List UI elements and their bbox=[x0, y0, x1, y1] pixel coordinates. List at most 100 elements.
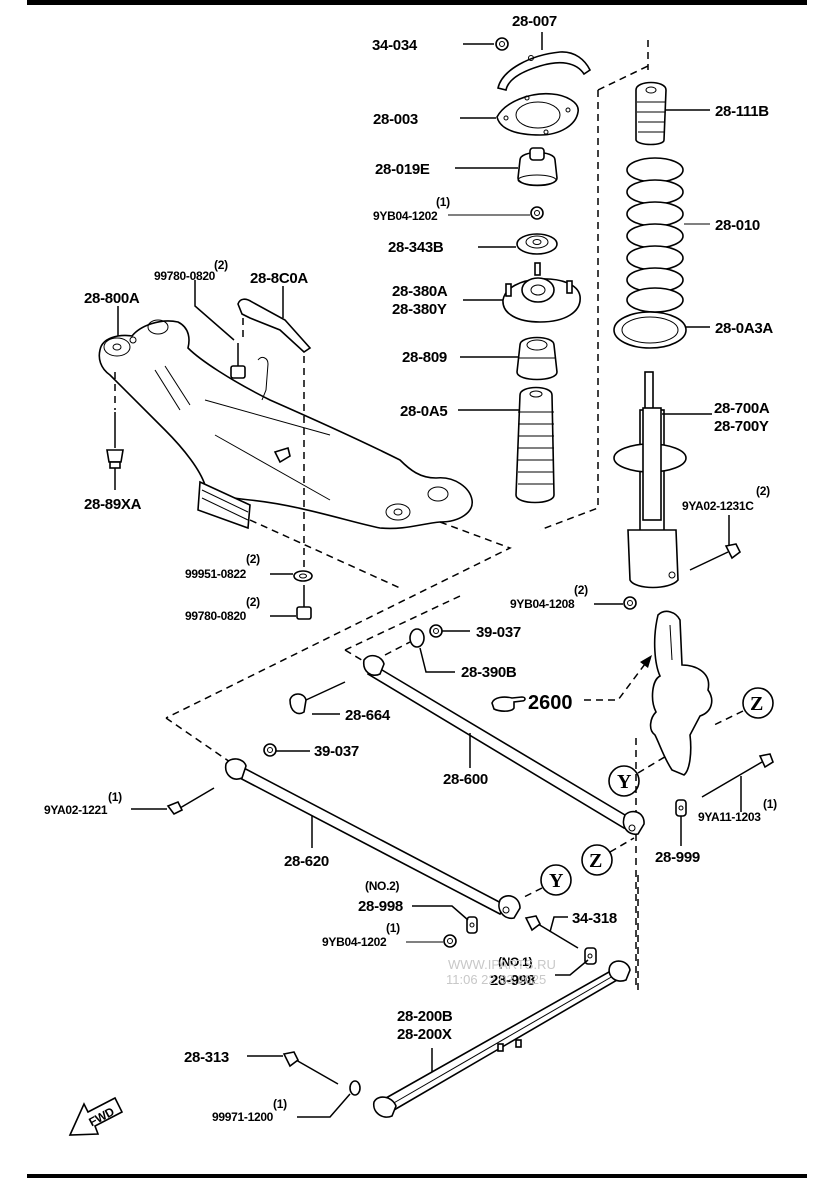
callout-y-right: Y bbox=[608, 765, 640, 797]
callout-z-lower: Z bbox=[581, 844, 613, 876]
label-39-037-a: 39-037 bbox=[476, 624, 521, 641]
washer-28-343B[interactable] bbox=[516, 233, 558, 255]
label-39-037-b: 39-037 bbox=[314, 743, 359, 760]
bolt-28-89XA[interactable] bbox=[106, 412, 124, 469]
label-28-664: 28-664 bbox=[345, 707, 391, 724]
fwd-arrow-icon: FWD bbox=[68, 1096, 124, 1136]
washer-99971-1200[interactable] bbox=[349, 1080, 361, 1096]
qty-99780-0820-bottom: (2) bbox=[246, 595, 260, 609]
label-28-313: 28-313 bbox=[184, 1049, 229, 1066]
label-28-019E: 28-019E bbox=[375, 161, 430, 178]
nut-9YB04-1202-bottom[interactable] bbox=[443, 934, 457, 948]
label-28-390B: 28-390B bbox=[461, 664, 517, 681]
label-9YA02-1221: 9YA02-1221 bbox=[44, 803, 108, 817]
label-9YA11-1203: 9YA11-1203 bbox=[698, 810, 761, 824]
shock-absorber-28-700A[interactable] bbox=[613, 371, 687, 589]
bolt-28-313[interactable] bbox=[282, 1051, 339, 1085]
watermark-line1: WWW.IPARTS.RU bbox=[448, 957, 556, 972]
qty-9YB04-1202-bottom: (1) bbox=[386, 921, 400, 935]
qty-9YB04-1208: (2) bbox=[574, 583, 588, 597]
bolt-99780-0820-bottom[interactable] bbox=[296, 585, 312, 620]
label-99951-0822: 99951-0822 bbox=[185, 567, 247, 581]
tag-28-998-no1: (NO.1) bbox=[498, 955, 533, 969]
label-34-034: 34-034 bbox=[372, 37, 418, 54]
qty-9YA11-1203: (1) bbox=[763, 797, 777, 811]
label-9YB04-1202-bottom: 9YB04-1202 bbox=[322, 935, 387, 949]
label-28-200B: 28-200B bbox=[397, 1008, 453, 1025]
label-28-007: 28-007 bbox=[512, 13, 557, 30]
label-28-111B: 28-111B bbox=[715, 103, 769, 120]
trailing-link-28-200B[interactable] bbox=[372, 960, 631, 1118]
label-28-89XA: 28-89XA bbox=[84, 496, 142, 513]
nut-34-034[interactable] bbox=[495, 37, 509, 51]
label-28-200X: 28-200X bbox=[397, 1026, 452, 1043]
nut-9YB04-1202-top[interactable] bbox=[530, 206, 544, 220]
dust-boot-28-0A5[interactable] bbox=[515, 386, 555, 504]
spring-seat-28-0A3A[interactable] bbox=[613, 311, 687, 349]
knuckle[interactable] bbox=[649, 610, 713, 776]
qty-9YA02-1221: (1) bbox=[108, 790, 122, 804]
ref-2600[interactable]: 2600 bbox=[528, 692, 573, 714]
label-9YB04-1208: 9YB04-1208 bbox=[510, 597, 575, 611]
qty-99971-1200: (1) bbox=[273, 1097, 287, 1111]
mount-28-019E[interactable] bbox=[517, 147, 558, 187]
arrow-head-icon bbox=[640, 655, 652, 668]
coil-spring-28-010[interactable] bbox=[626, 157, 684, 313]
bolt-9YA11-1203[interactable] bbox=[701, 753, 774, 798]
plate-28-999[interactable] bbox=[675, 799, 687, 817]
washer-99951-0822[interactable] bbox=[293, 570, 313, 582]
label-34-318: 34-318 bbox=[572, 910, 617, 927]
strut-mount-28-380A[interactable] bbox=[502, 262, 581, 323]
label-99780-0820-bottom: 99780-0820 bbox=[185, 609, 247, 623]
label-99780-0820-top: 99780-0820 bbox=[154, 269, 216, 283]
bump-rubber-28-111B[interactable] bbox=[635, 81, 667, 146]
watermark-line2: 11:06 22.03.2025 bbox=[446, 972, 546, 987]
crossmember-28-800A[interactable] bbox=[98, 319, 473, 530]
svg-text:Z: Z bbox=[589, 850, 602, 872]
bottom-border-bar bbox=[27, 1174, 807, 1178]
cam-bolt-28-664[interactable] bbox=[289, 681, 346, 715]
label-28-999: 28-999 bbox=[655, 849, 700, 866]
bolt-34-318[interactable] bbox=[524, 915, 579, 949]
plate-28-998-no1[interactable] bbox=[584, 947, 597, 965]
callout-y-lower: Y bbox=[540, 864, 572, 896]
label-99971-1200: 99971-1200 bbox=[212, 1110, 274, 1124]
top-border-bar bbox=[27, 0, 807, 5]
label-9YA02-1231C: 9YA02-1231C bbox=[682, 499, 754, 513]
label-28-0A5: 28-0A5 bbox=[400, 403, 447, 420]
label-28-343B: 28-343B bbox=[388, 239, 444, 256]
label-28-700Y: 28-700Y bbox=[714, 418, 769, 435]
label-28-998-no1: 28-998 bbox=[490, 972, 535, 989]
plate-28-998-no2[interactable] bbox=[466, 916, 478, 934]
hand-pointer-icon bbox=[491, 696, 526, 712]
bracket-28-8C0A[interactable] bbox=[237, 298, 312, 354]
label-28-800A: 28-800A bbox=[84, 290, 140, 307]
svg-text:Z: Z bbox=[750, 693, 763, 715]
label-9YB04-1202-top: 9YB04-1202 bbox=[373, 209, 438, 223]
label-28-620: 28-620 bbox=[284, 853, 329, 870]
qty-99780-0820-top: (2) bbox=[214, 258, 228, 272]
bolt-99780-0820-top[interactable] bbox=[230, 343, 246, 379]
bolt-9YA02-1231C[interactable] bbox=[689, 543, 742, 571]
bolt-9YA02-1221[interactable] bbox=[166, 787, 215, 816]
bump-stop-28-809[interactable] bbox=[516, 336, 558, 381]
cam-washer-28-390B[interactable] bbox=[409, 628, 425, 648]
lateral-link-28-620[interactable] bbox=[224, 758, 521, 920]
nut-39-037-b[interactable] bbox=[263, 743, 277, 757]
label-28-8C0A: 28-8C0A bbox=[250, 270, 308, 287]
bracket-28-007[interactable] bbox=[497, 51, 592, 91]
nut-39-037-a[interactable] bbox=[429, 624, 443, 638]
qty-99951-0822: (2) bbox=[246, 552, 260, 566]
lateral-link-28-600[interactable] bbox=[362, 654, 645, 836]
label-28-809: 28-809 bbox=[402, 349, 447, 366]
label-28-380A: 28-380A bbox=[392, 283, 448, 300]
nut-9YB04-1208[interactable] bbox=[623, 596, 637, 610]
qty-9YB04-1202-top: (1) bbox=[436, 195, 450, 209]
label-28-600: 28-600 bbox=[443, 771, 488, 788]
svg-text:Y: Y bbox=[549, 870, 564, 892]
callout-z-top: Z bbox=[742, 687, 774, 719]
svg-text:Y: Y bbox=[617, 771, 632, 793]
gasket-28-003[interactable] bbox=[496, 92, 579, 136]
label-28-0A3A: 28-0A3A bbox=[715, 320, 773, 337]
